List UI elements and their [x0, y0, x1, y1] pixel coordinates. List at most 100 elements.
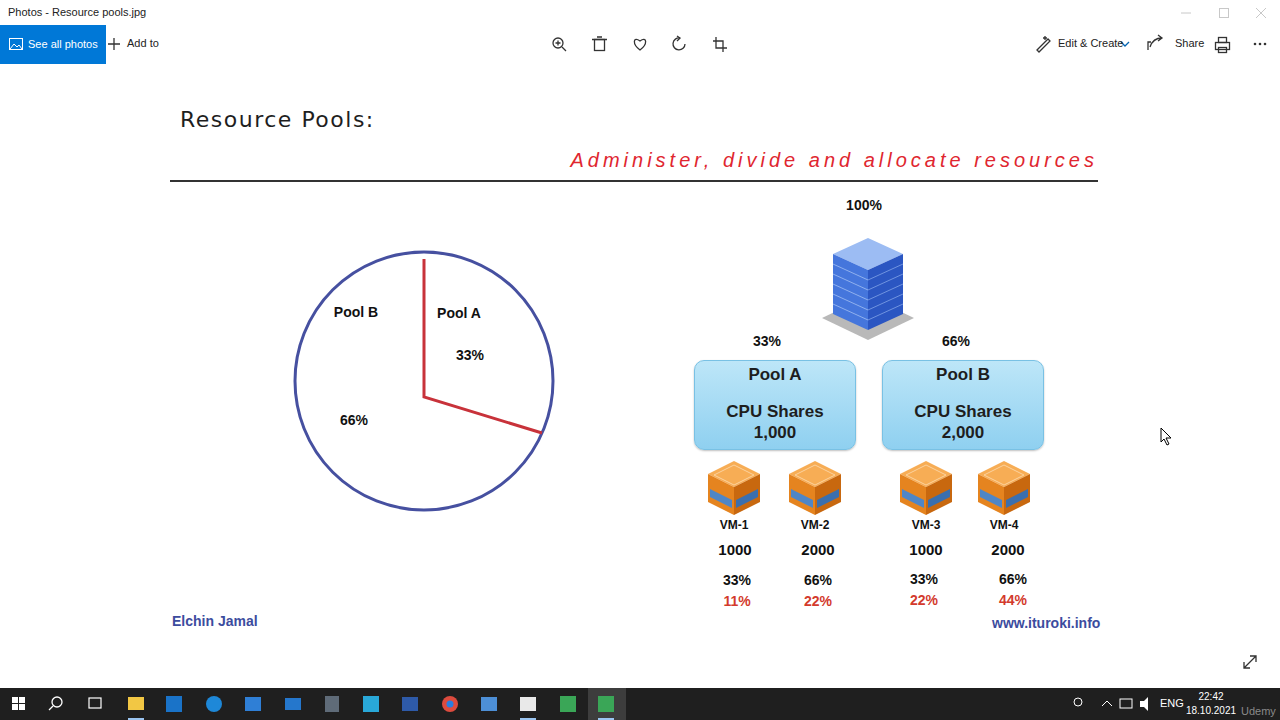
- pie-divider: [424, 259, 542, 433]
- window-frame: [1256, 8, 1266, 18]
- taskbar: [19, 704, 25, 710]
- taskbar: [520, 718, 536, 720]
- pie-chart: Pool BPool A33%66%: [293, 250, 555, 512]
- pool-box: Pool BCPU Shares2,000: [882, 360, 1044, 450]
- title-rule: [170, 181, 1098, 182]
- window-title: Photos - Resource pools.jpg: [8, 6, 146, 19]
- taskbar: [128, 697, 144, 710]
- toolbar-icons: [592, 37, 607, 40]
- taskbar: [598, 696, 614, 712]
- taskbar: [128, 718, 144, 720]
- cpu-shares: 2000: [801, 541, 834, 559]
- taskbar: [447, 701, 454, 708]
- taskbar: [89, 698, 101, 708]
- toolbar-icons: [1219, 48, 1227, 53]
- toolbar-icons: [677, 36, 680, 41]
- taskbar: [0, 688, 1280, 720]
- taskbar: [166, 696, 182, 712]
- taskbar: [442, 696, 458, 712]
- toolbar-button: Edit & Create: [1058, 37, 1123, 50]
- pool-percent: 33%: [910, 571, 938, 588]
- taskbar: [1102, 701, 1112, 706]
- building-icon: [822, 238, 914, 340]
- website: www.ituroki.info: [992, 615, 1100, 632]
- cpu-shares: 1000: [909, 541, 942, 559]
- photos-icon: [10, 39, 23, 50]
- vm-name: VM-3: [912, 518, 941, 532]
- pool-percent: 33%: [723, 572, 751, 589]
- vm-name: VM-4: [990, 518, 1019, 532]
- mouse-cursor: [1161, 428, 1171, 445]
- taskbar: [245, 697, 261, 711]
- pool-shares: 2,000: [942, 422, 985, 443]
- taskbar: [0, 688, 1280, 720]
- taskbar: [12, 697, 18, 703]
- total-percent: 22%: [910, 592, 938, 609]
- total-percent: 11%: [723, 593, 750, 610]
- slice-name: Pool A: [437, 305, 481, 322]
- share-percent: 33%: [753, 333, 781, 350]
- pool-box: Pool ACPU Shares1,000: [694, 360, 856, 450]
- toolbar-icons: [1037, 36, 1050, 52]
- pool-percent: 66%: [999, 571, 1027, 588]
- vm-name: VM-2: [801, 518, 830, 532]
- clock-date: 18.10.2021: [1186, 705, 1236, 717]
- expand-icon: [1244, 656, 1256, 668]
- total-percent: 44%: [999, 592, 1027, 609]
- title-rule: [170, 180, 1098, 182]
- taskbar: [1120, 699, 1132, 708]
- taskbar: [402, 697, 418, 711]
- taskbar: [285, 698, 301, 710]
- window-frame: [0, 0, 1280, 688]
- pie-outline: [295, 252, 553, 510]
- taskbar: [12, 704, 18, 710]
- toolbar-icons: [556, 41, 567, 52]
- slide-subtitle: Administer, divide and allocate resource…: [570, 148, 1098, 172]
- taskbar: [560, 696, 576, 712]
- building-icon: [833, 254, 868, 330]
- pool-shares: CPU Shares: [914, 401, 1011, 422]
- taskbar: [588, 688, 626, 720]
- share-percent: 100%: [846, 197, 882, 214]
- taskbar: [1140, 697, 1148, 711]
- taskbar: [49, 706, 53, 710]
- toolbar-icons: [108, 35, 1230, 53]
- photos-icon: [9, 38, 23, 50]
- toolbar-icons: [634, 39, 645, 50]
- toolbar-button: Share: [1175, 37, 1204, 50]
- taskbar: [325, 696, 339, 712]
- watermark: Udemy: [1241, 705, 1276, 718]
- taskbar: [481, 697, 497, 711]
- vm-name: VM-1: [720, 518, 749, 532]
- vm-icon: [708, 461, 1030, 515]
- window-frame: [0, 0, 1280, 688]
- taskbar: [1074, 698, 1082, 706]
- vm-icon: [900, 461, 952, 515]
- pool-name: Pool A: [748, 364, 801, 385]
- share-percent: 66%: [942, 333, 970, 350]
- building-icon: [868, 254, 903, 330]
- slice-name: Pool B: [334, 304, 378, 321]
- toolbar-icons: [713, 37, 727, 52]
- pool-percent: 66%: [804, 572, 832, 589]
- toolbar-icons: [1148, 35, 1162, 50]
- expand-icon: [1244, 656, 1256, 668]
- more-dots: [1259, 43, 1262, 46]
- more-dots: [1254, 43, 1267, 46]
- cpu-shares: 2000: [991, 541, 1024, 559]
- toolbar-icons: [108, 38, 120, 50]
- mouse-cursor: [1161, 428, 1171, 445]
- vm-icon: [978, 461, 1030, 515]
- vm-icon: [708, 461, 760, 515]
- window-frame: [1181, 13, 1191, 14]
- toolbar-button: Add to: [127, 37, 159, 50]
- toolbar-icons: [1216, 43, 1230, 50]
- pool-shares: 1,000: [754, 422, 797, 443]
- photos-icon: [10, 44, 22, 49]
- building-icon: [833, 264, 868, 320]
- pie-outline: [293, 250, 555, 512]
- more-dots: [1264, 43, 1267, 46]
- slide-title: Resource Pools:: [180, 107, 375, 133]
- taskbar: [363, 696, 379, 712]
- author-name: Elchin Jamal: [172, 613, 258, 630]
